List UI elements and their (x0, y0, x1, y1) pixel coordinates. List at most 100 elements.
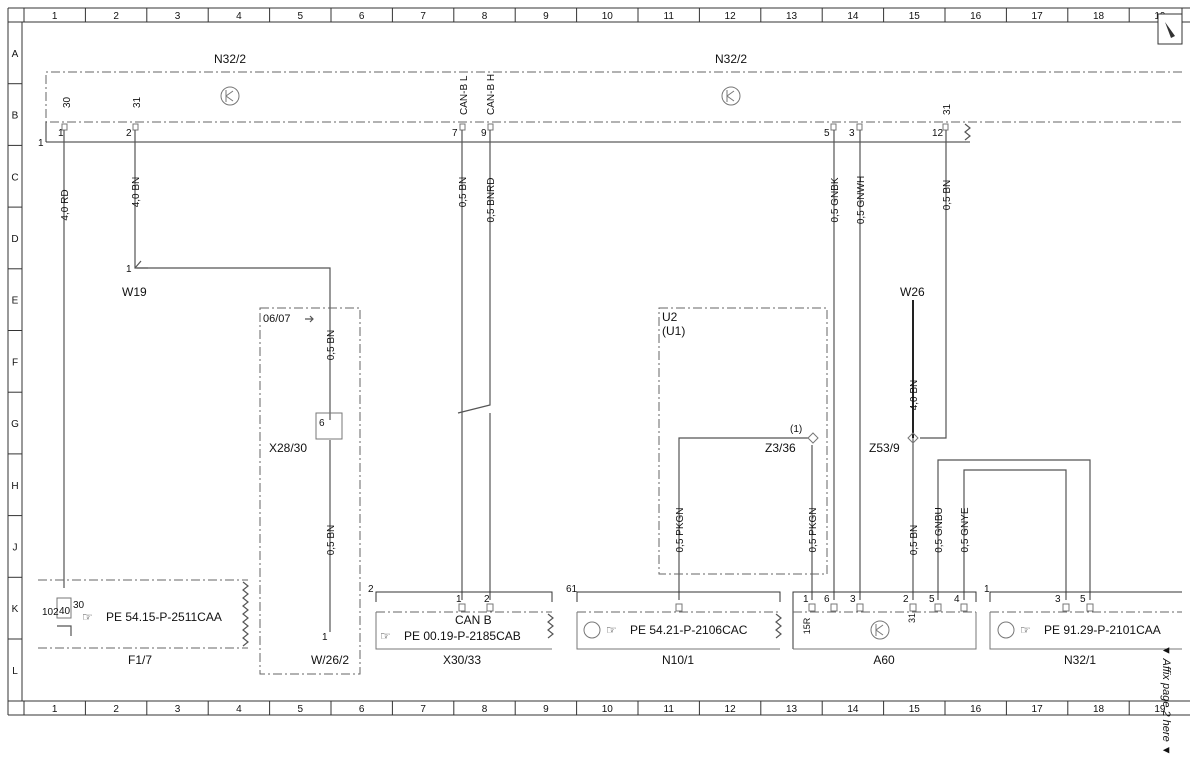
n32-1-num: 1 (984, 584, 990, 595)
column-label: 3 (175, 11, 181, 22)
wires (63, 130, 1091, 632)
wire-label: 4,0 RD (60, 189, 71, 220)
w19-label: W19 (122, 285, 147, 299)
row-label: A (12, 49, 19, 60)
column-label: 2 (113, 704, 119, 715)
n10-1-num: 61 (566, 584, 578, 595)
x30-33-num: 2 (368, 584, 374, 595)
x30-33-pin-1: 1 (456, 594, 462, 605)
column-label: 11 (664, 704, 675, 715)
f1-7-housing (38, 579, 249, 649)
x30-33-pin-2: 2 (484, 594, 490, 605)
pin-canb-l-label: CAN-B L (459, 75, 470, 115)
a60-pin-6: 6 (824, 594, 830, 605)
column-label: 13 (786, 11, 798, 22)
pin-7: 7 (452, 128, 458, 139)
column-label: 17 (1032, 11, 1044, 22)
wire-label: 0,5 BN (458, 177, 469, 208)
wire-label: 0,5 GNBU (934, 507, 945, 553)
x30-33-label: X30/33 (443, 653, 481, 667)
hand-pointer-icon: ☞ (380, 629, 391, 643)
row-label: G (11, 419, 19, 430)
a60-pin-2: 2 (903, 594, 909, 605)
wire-label: 0,5 PKGN (808, 507, 819, 552)
column-label: 7 (420, 11, 426, 22)
column-label: 12 (725, 11, 737, 22)
column-label: 16 (970, 11, 982, 22)
column-ticks (23, 8, 1130, 715)
a60-pin-31: 31 (907, 613, 917, 623)
column-label: 4 (236, 11, 242, 22)
w26-label: W26 (900, 285, 925, 299)
date-code: 06/07 (263, 313, 291, 325)
n32-2-label-right: N32/2 (715, 52, 747, 66)
w19-link (134, 260, 142, 269)
row-label: K (12, 604, 19, 615)
column-label: 7 (420, 704, 426, 715)
n32-1-label: N32/1 (1064, 653, 1096, 667)
column-label: 10 (602, 11, 614, 22)
x28-30-housing (259, 307, 361, 675)
column-label: 8 (482, 704, 488, 715)
wire-label: 0,5 BNRD (486, 177, 497, 222)
column-label: 9 (543, 11, 549, 22)
wire-label: 0,5 GNWH (856, 176, 867, 224)
a60-pin-4: 4 (954, 594, 960, 605)
row-label: L (12, 666, 18, 677)
n32-1-ref: PE 91.29-P-2101CAA (1044, 623, 1161, 637)
x28-30-label: X28/30 (269, 441, 307, 455)
row-label: D (11, 234, 18, 245)
wire-label: 0,5 PKGN (675, 507, 686, 552)
pin-canb-h-label: CAN-B H (486, 74, 497, 115)
hand-pointer-icon: ☞ (606, 623, 617, 637)
row-label: E (12, 296, 19, 307)
n10-1-housing (576, 591, 782, 650)
x30-33-ref: PE 00.19-P-2185CAB (404, 629, 521, 643)
wire-label: 0,5 BN (942, 180, 953, 211)
wire-label: 4,0 BN (131, 177, 142, 208)
column-label: 17 (1032, 704, 1044, 715)
affix-note: ▼ Affix page 2 here ▼ (1160, 645, 1172, 756)
z3-36-label: Z3/36 (765, 441, 796, 455)
w26-2-pin: 1 (322, 632, 328, 643)
pin-9: 9 (481, 128, 487, 139)
n32-2-label-left: N32/2 (214, 52, 246, 66)
column-label: 4 (236, 704, 242, 715)
column-label: 13 (786, 704, 798, 715)
wire-label: 0,5 GNYE (960, 507, 971, 552)
row-label: J (13, 542, 18, 553)
w26-2-label: W/26/2 (311, 653, 349, 667)
n32-2-housing (45, 71, 1182, 143)
z53-9-label: Z53/9 (869, 441, 900, 455)
column-label: 14 (847, 704, 859, 715)
transistor-icon (721, 86, 741, 106)
column-label: 1 (52, 11, 58, 22)
column-label: 15 (909, 704, 921, 715)
pin-markers (61, 123, 949, 131)
column-label: 6 (359, 704, 365, 715)
column-label: 2 (113, 11, 119, 22)
a60-num: 1 (803, 594, 809, 605)
column-label: 1 (52, 704, 58, 715)
wire-label: 0,5 BN (326, 525, 337, 556)
n32-1-pin-5: 5 (1080, 594, 1086, 605)
n32-1-pin-3: 3 (1055, 594, 1061, 605)
n10-1-ref: PE 54.21-P-2106CAC (630, 623, 748, 637)
x30-33-sub: CAN B (455, 613, 492, 627)
column-label: 18 (1093, 11, 1105, 22)
z3-paren: (1) (790, 424, 802, 435)
pin-31-right-label: 31 (942, 103, 953, 115)
row-label: F (12, 357, 18, 368)
arrow-right-icon (305, 315, 314, 323)
column-label: 14 (847, 11, 859, 22)
page-fold-icon (1157, 13, 1183, 45)
n10-1-label: N10/1 (662, 653, 694, 667)
splice-z3-36 (807, 432, 819, 444)
column-label: 8 (482, 11, 488, 22)
pin-5: 5 (824, 128, 830, 139)
bus-pin-1: 1 (38, 138, 44, 149)
